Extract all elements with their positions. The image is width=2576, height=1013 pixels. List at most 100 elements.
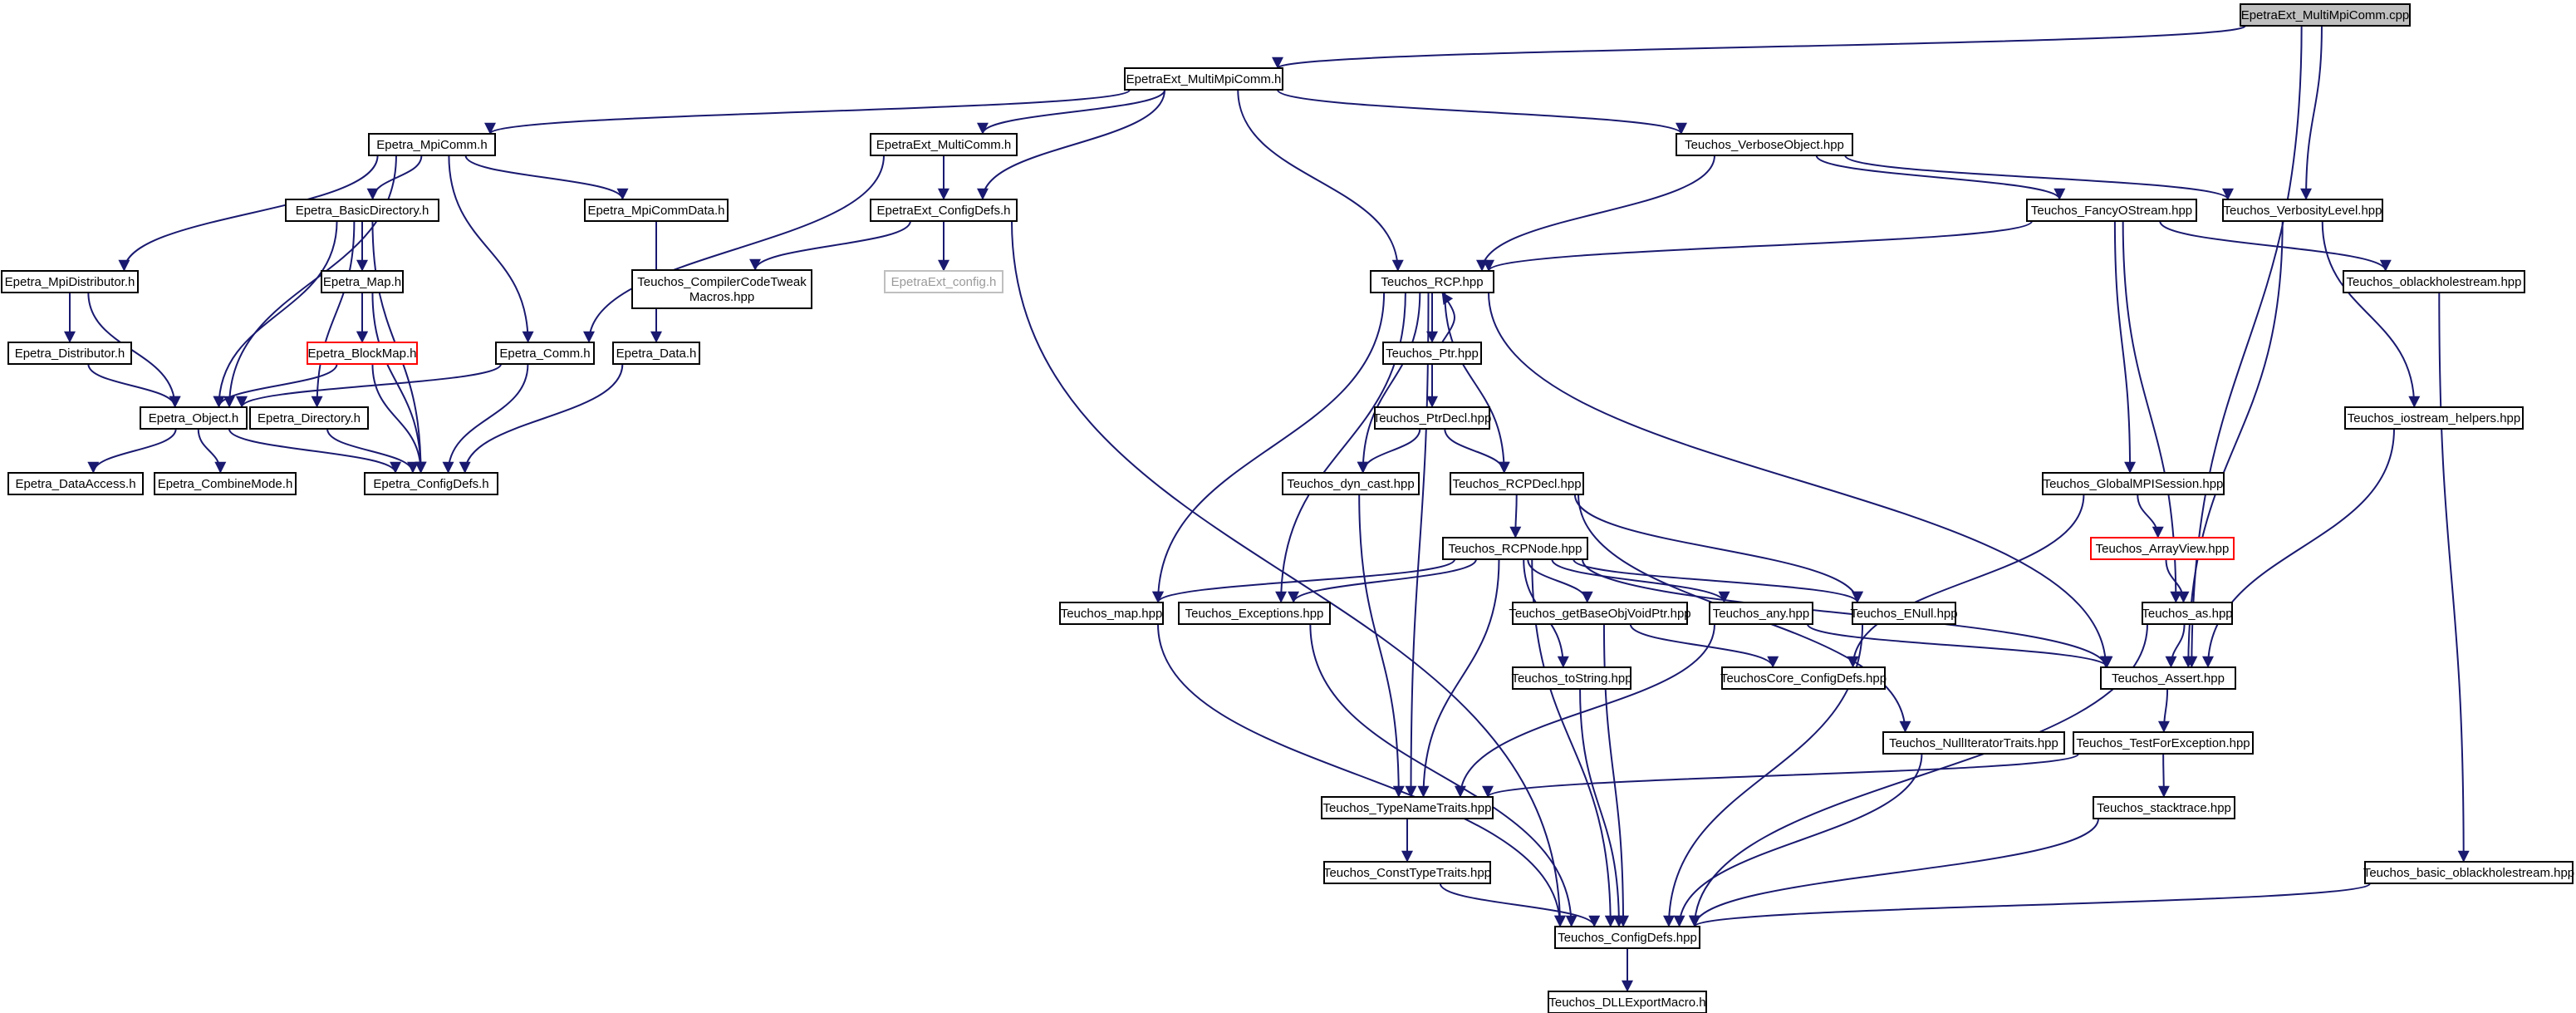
node-label: Epetra_Distributor.h [15,347,125,361]
node-epetra-comm-h[interactable]: Epetra_Comm.h [495,342,595,365]
node-epetraext-multimpicomm-h[interactable]: EpetraExt_MultiMpiComm.h [1124,67,1283,91]
node-box [1178,602,1331,625]
node-teuchos-globalmpisession-hpp[interactable]: Teuchos_GlobalMPISession.hpp [2042,472,2225,495]
node-teuchos-basic-oblackholestream-hpp[interactable]: Teuchos_basic_oblackholestream.hpp [2363,861,2574,884]
edge-fancy-to-oblackhole [2159,220,2392,272]
node-epetra-basicdirectory-h[interactable]: Epetra_BasicDirectory.h [285,199,439,222]
node-epetraext-config-h[interactable]: EpetraExt_config.h [884,270,1003,293]
node-label: Teuchos_as.hpp [2142,607,2232,621]
node-box [368,133,496,156]
edge-exceptions-to-tconfig [1309,623,1577,927]
node-box [140,406,248,430]
node-box [1512,666,1631,690]
edge-rcpnode-to-assert [1582,558,2112,668]
edge-fancy-to-globalmpi [2113,220,2137,474]
node-teuchos-as-hpp[interactable]: Teuchos_as.hpp [2142,602,2233,625]
edge-mpicomm-to-mpidist [118,155,379,272]
node-teuchos-verbositylevel-hpp[interactable]: Teuchos_VerbosityLevel.hpp [2222,199,2383,222]
node-epetra-object-h[interactable]: Epetra_Object.h [140,406,248,430]
node-teuchos-rcpnode-hpp[interactable]: Teuchos_RCPNode.hpp [1442,537,1588,560]
node-teuchos-tostring-hpp[interactable]: Teuchos_toString.hpp [1511,666,1632,690]
node-box [1882,731,2065,755]
node-teuchos-stacktrace-hpp[interactable]: Teuchos_stacktrace.hpp [2093,796,2235,819]
node-teuchos-verboseobject-hpp[interactable]: Teuchos_VerboseObject.hpp [1676,133,1853,156]
node-box [2073,731,2254,755]
node-teuchos-getbaseobjvoidptr-hpp[interactable]: Teuchos_getBaseObjVoidPtr.hpp [1509,602,1691,625]
node-label: Epetra_CombineMode.h [158,477,293,491]
node-box [1721,666,1886,690]
node-teuchos-any-hpp[interactable]: Teuchos_any.hpp [1709,602,1813,625]
node-label: EpetraExt_ConfigDefs.h [877,204,1011,218]
node-box [2100,666,2236,690]
node-epetra-directory-h[interactable]: Epetra_Directory.h [249,406,369,430]
node-box [2343,270,2525,293]
edge-stacktrace-to-tconfig [1689,818,2099,927]
edge-basicdir-to-directory [311,220,356,408]
node-label: Teuchos_VerboseObject.hpp [1685,138,1844,152]
node-epetraext-configdefs-h[interactable]: EpetraExt_ConfigDefs.h [870,199,1018,222]
edge-tostring-to-tconfig [1579,688,1625,927]
node-teuchos-typenametraits-hpp[interactable]: Teuchos_TypeNameTraits.hpp [1321,796,1494,819]
node-epetra-mpidistributor-h[interactable]: Epetra_MpiDistributor.h [1,270,139,293]
node-label: Teuchos_NullIteratorTraits.hpp [1889,736,2058,750]
node-box [2042,472,2225,495]
node-epetra-combinemode-h[interactable]: Epetra_CombineMode.h [154,472,297,495]
node-teuchos-rcpdecl-hpp[interactable]: Teuchos_RCPDecl.hpp [1450,472,1584,495]
edge-rcp-to-tmap [1152,292,1386,603]
node-label: Teuchos_DLLExportMacro.h [1548,996,1705,1010]
node-teuchos-oblackholestream-hpp[interactable]: Teuchos_oblackholestream.hpp [2343,270,2525,293]
node-teuchos-testforexception-hpp[interactable]: Teuchos_TestForException.hpp [2073,731,2254,755]
edge-verblevel-to-iostream [2321,220,2421,408]
node-teuchoscore-configdefs-hpp[interactable]: TeuchosCore_ConfigDefs.hpp [1720,666,1887,690]
node-teuchos-arrayview-hpp[interactable]: Teuchos_ArrayView.hpp [2090,537,2235,560]
edge-comm-to-epconfig [442,363,529,474]
node-teuchos-rcp-hpp[interactable]: Teuchos_RCP.hpp [1370,270,1494,293]
edge-rcp-to-typename [1405,292,1430,798]
node-label: Teuchos_any.hpp [1713,607,1809,621]
node-epetra-data-h[interactable]: Epetra_Data.h [612,342,700,365]
node-epetra-dataaccess-h[interactable]: Epetra_DataAccess.h [7,472,144,495]
edge-consttype-to-tconfig [1439,883,1601,927]
node-teuchos-dllexportmacro-h[interactable]: Teuchos_DLLExportMacro.h [1548,991,1707,1013]
node-teuchos-configdefs-hpp[interactable]: Teuchos_ConfigDefs.hpp [1554,926,1700,949]
edge-extconfig-to-compilertweak [749,220,911,271]
edge-rcpdecl-to-enull [1573,494,1863,603]
node-teuchos-iostream-helpers-hpp[interactable]: Teuchos_iostream_helpers.hpp [2344,406,2524,430]
edge-rcpdecl-to-rcpnode [1509,494,1522,538]
node-box [1852,602,1956,625]
node-epetraext-multicomm-h[interactable]: EpetraExt_MultiComm.h [870,133,1018,156]
node-epetra-map-h[interactable]: Epetra_Map.h [321,270,404,293]
edge-rcpnode-to-tmap [1152,558,1456,603]
node-teuchos-fancyostream-hpp[interactable]: Teuchos_FancyOStream.hpp [2026,199,2197,222]
node-teuchos-ptrdecl-hpp[interactable]: Teuchos_PtrDecl.hpp [1373,406,1492,430]
node-teuchos-map-hpp[interactable]: Teuchos_map.hpp [1059,602,1164,625]
node-teuchos-consttypetraits-hpp[interactable]: Teuchos_ConstTypeTraits.hpp [1323,861,1491,884]
node-epetra-mpicommdata-h[interactable]: Epetra_MpiCommData.h [584,199,729,222]
node-box [2093,796,2235,819]
node-label: EpetraExt_config.h [891,275,997,289]
node-epetra-mpicomm-h[interactable]: Epetra_MpiComm.h [368,133,496,156]
edge-iostream-to-assert [2202,428,2395,668]
edge-ptrdecl-to-rcpdecl [1444,428,1510,474]
edge-multicomm-to-comm [583,155,885,343]
nodes-layer: EpetraExt_MultiMpiComm.cppEpetraExt_Mult… [1,3,2574,1013]
node-epetra-blockmap-h[interactable]: Epetra_BlockMap.h [307,342,418,365]
edge-mpicomm-to-comm [448,155,534,343]
node-box [249,406,369,430]
node-teuchos-ptr-hpp[interactable]: Teuchos_Ptr.hpp [1382,342,1482,365]
node-epetra-distributor-h[interactable]: Epetra_Distributor.h [7,342,132,365]
node-epetra-configdefs-h[interactable]: Epetra_ConfigDefs.h [364,472,498,495]
node-teuchos-dyn-cast-hpp[interactable]: Teuchos_dyn_cast.hpp [1282,472,1420,495]
node-teuchos-nulliteratortraits-hpp[interactable]: Teuchos_NullIteratorTraits.hpp [1882,731,2065,755]
node-teuchos-enull-hpp[interactable]: Teuchos_ENull.hpp [1850,602,1958,625]
edge-globalmpi-to-coreconfig [1847,494,2085,668]
node-box [307,342,418,365]
edge-mmc_h-to-multicomm [977,89,1166,135]
node-label: Teuchos_RCP.hpp [1381,275,1483,289]
node-teuchos-assert-hpp[interactable]: Teuchos_Assert.hpp [2100,666,2236,690]
edge-testforexc-to-typename [1482,753,2079,798]
node-label: Epetra_MpiCommData.h [587,204,724,218]
node-label: Teuchos_stacktrace.hpp [2097,801,2231,815]
node-teuchos-exceptions-hpp[interactable]: Teuchos_Exceptions.hpp [1178,602,1331,625]
